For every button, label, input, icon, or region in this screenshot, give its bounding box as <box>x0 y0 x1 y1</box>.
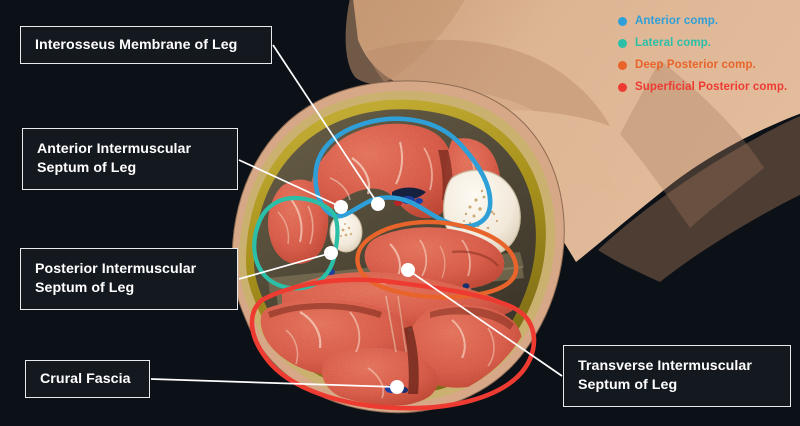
callout-crural-fascia[interactable]: Crural Fascia <box>25 360 150 398</box>
callout-interosseus-text: Interosseus Membrane of Leg <box>35 36 238 53</box>
legend-dot-icon-anterior <box>618 16 627 26</box>
callout-interosseus-membrane[interactable]: Interosseus Membrane of Leg <box>20 26 272 64</box>
legend-dot-icon-lateral <box>618 38 627 48</box>
callout-posterior-text: Posterior Intermuscular Septum of Leg <box>35 261 197 296</box>
callout-posterior-intermuscular-septum[interactable]: Posterior Intermuscular Septum of Leg <box>20 248 238 310</box>
legend-label-deep-posterior: Deep Posterior comp. <box>635 59 756 71</box>
legend-item-lateral[interactable]: Lateral comp. <box>618 32 798 54</box>
callout-transverse-intermuscular-septum[interactable]: Transverse Intermuscular Septum of Leg <box>563 345 791 407</box>
callout-transverse-text: Transverse Intermuscular Septum of Leg <box>578 358 752 393</box>
callout-anterior-text: Anterior Intermuscular Septum of Leg <box>37 141 192 176</box>
legend-label-superficial-posterior: Superficial Posterior comp. <box>635 81 788 93</box>
legend-label-anterior: Anterior comp. <box>635 15 719 27</box>
legend-dot-icon-deep-posterior <box>618 60 627 70</box>
legend-label-lateral: Lateral comp. <box>635 37 712 49</box>
legend-item-anterior[interactable]: Anterior comp. <box>618 10 798 32</box>
callout-anterior-intermuscular-septum[interactable]: Anterior Intermuscular Septum of Leg <box>22 128 238 190</box>
compartment-legend: Anterior comp. Lateral comp. Deep Poster… <box>618 10 798 98</box>
legend-item-deep-posterior[interactable]: Deep Posterior comp. <box>618 54 798 76</box>
legend-dot-icon-superficial-posterior <box>618 82 627 92</box>
callout-crural-text: Crural Fascia <box>40 370 131 387</box>
anterior-compartment-outline <box>313 116 493 229</box>
leg-cross-section-disc <box>231 80 565 414</box>
legend-item-superficial-posterior[interactable]: Superficial Posterior comp. <box>618 76 798 98</box>
